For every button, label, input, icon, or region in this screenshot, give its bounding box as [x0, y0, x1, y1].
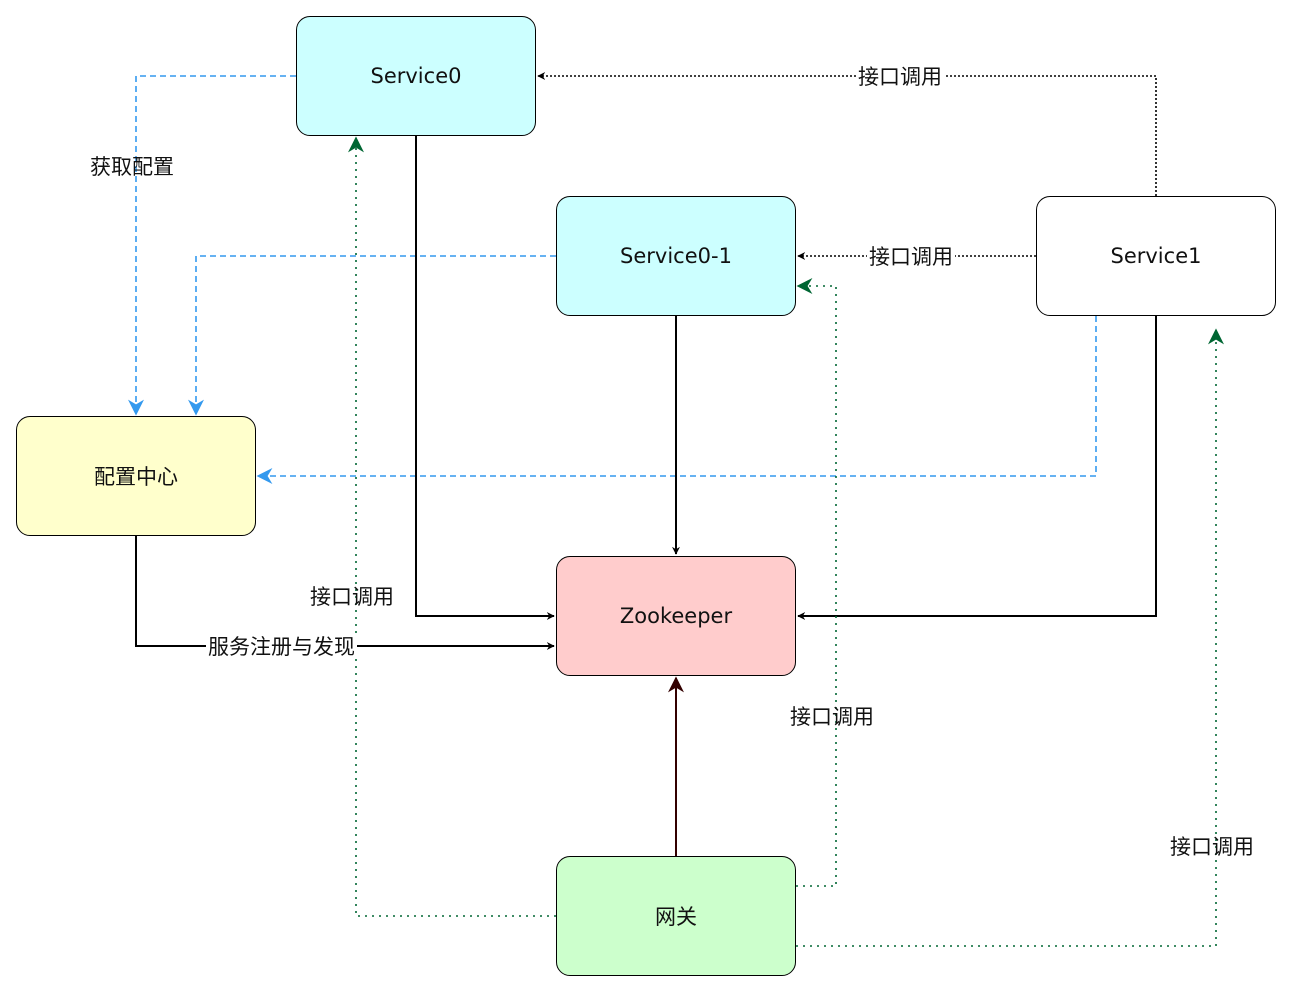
edge-service1-to-config: [256, 316, 1097, 484]
edge-label-gateway-to-service1: 接口调用: [1170, 835, 1254, 859]
edge-service0-1-to-config: [188, 255, 556, 416]
edge-gateway-to-service0-1: [796, 278, 837, 887]
edge-service1-to-service0: [537, 72, 1157, 196]
edge-config-to-zookeeper: [135, 536, 555, 650]
edge-service1-to-zookeeper: [797, 316, 1157, 620]
edge-label-register-discover: 服务注册与发现: [206, 635, 357, 659]
service0-1-label: Service0-1: [620, 244, 732, 268]
service0-label: Service0: [370, 64, 462, 88]
edge-gateway-to-service0: [348, 136, 556, 917]
edge-label-gateway-to-service0: 接口调用: [310, 585, 394, 609]
edge-service0-to-config: [128, 75, 296, 416]
edge-label-service1-to-service0: 接口调用: [856, 65, 944, 89]
zookeeper-node[interactable]: Zookeeper: [556, 556, 796, 676]
edge-service0-to-zookeeper: [415, 136, 555, 620]
config-center-label: 配置中心: [94, 465, 178, 489]
service1-node[interactable]: Service1: [1036, 196, 1276, 316]
gateway-node[interactable]: 网关: [556, 856, 796, 976]
config-center-node[interactable]: 配置中心: [16, 416, 256, 536]
service1-label: Service1: [1110, 244, 1202, 268]
service0-node[interactable]: Service0: [296, 16, 536, 136]
edge-label-gateway-to-service0-1: 接口调用: [790, 705, 874, 729]
zookeeper-label: Zookeeper: [619, 604, 733, 628]
service0-1-node[interactable]: Service0-1: [556, 196, 796, 316]
edge-gateway-to-service1: [796, 328, 1224, 947]
edge-label-get-config: 获取配置: [90, 155, 174, 179]
gateway-label: 网关: [655, 905, 697, 929]
edge-label-service1-to-service0-1: 接口调用: [867, 245, 955, 269]
